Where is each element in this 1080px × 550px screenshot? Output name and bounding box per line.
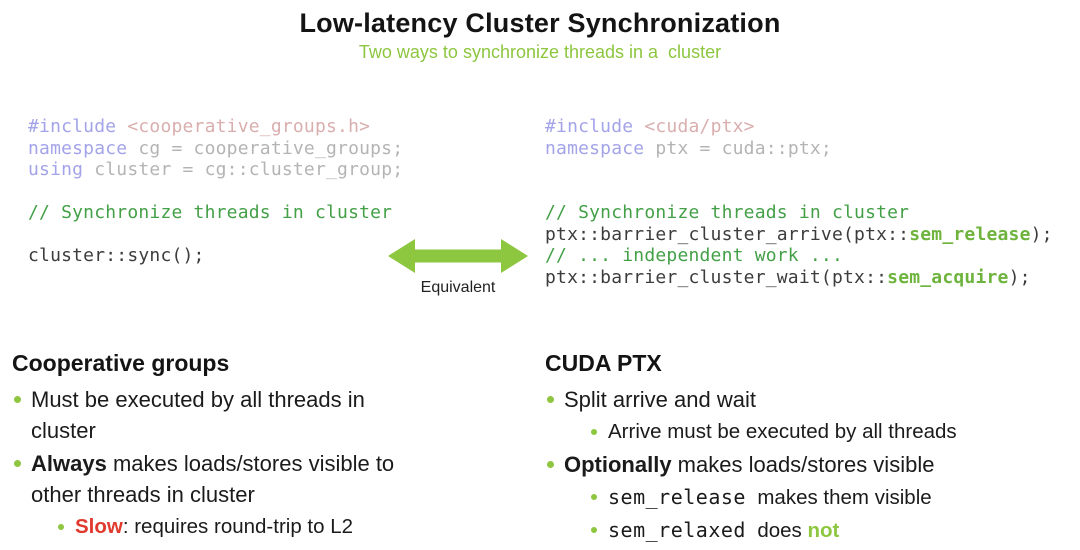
bullet-text-segment: Slow [75,515,123,538]
code-segment: sem_release [909,223,1031,245]
code-line: ptx::barrier_cluster_wait(ptx::sem_acqui… [545,267,1053,289]
bullet-text-segment: makes loads/stores visible to other thre… [31,451,395,507]
code-segment: namespace [28,137,139,159]
code-line [28,181,403,203]
bullet-item: Must be executed by all threads in clust… [12,384,517,446]
cooperative-groups-heading: Cooperative groups [12,350,230,376]
code-block-cuda-ptx: #include <cuda/ptx>namespace ptx = cuda:… [545,116,1053,288]
bullet-item: Always makes loads/stores visible to oth… [12,448,517,510]
code-segment: #include [28,116,128,137]
equivalence-arrow: Equivalent [388,236,528,297]
code-segment: // Synchronize threads in cluster [28,202,393,223]
code-line: namespace ptx = cuda::ptx; [545,138,1053,160]
bullet-text-segment: Split arrive and wait [564,387,756,412]
code-segment: cluster = cg::cluster_group; [94,159,404,180]
bullet-icon [547,461,554,468]
code-segment: cluster::sync(); [28,245,205,266]
code-line: namespace cg = cooperative_groups; [28,138,403,160]
code-segment: // Synchronize threads in cluster [545,202,910,223]
code-line: // ... independent work ... [545,245,1053,267]
bullet-text-segment: makes them visible [745,486,932,509]
code-segment: cg = cooperative_groups; [138,137,404,159]
double-arrow-icon [388,239,528,273]
bullet-icon [591,494,597,500]
cooperative-groups-section: Cooperative groups Must be executed by a… [12,350,517,542]
bullet-text-segment: sem_release [608,485,746,509]
bullet-icon [591,527,597,533]
code-segment: <cuda/ptx> [644,116,755,137]
code-block-cooperative-groups: #include <cooperative_groups.h>namespace… [28,116,403,267]
bullet-text-segment: Arrive must be executed by all threads [608,420,957,443]
bullet-text-segment: Must be executed by all threads in clust… [31,387,365,443]
bullet-text: sem_release makes them visible [608,485,932,509]
bullet-text-segment: sem_relaxed [608,518,746,542]
code-segment: using [28,159,95,180]
bullet-text-segment: Optionally [564,452,672,477]
code-segment: ptx::barrier_cluster_wait(ptx:: [545,266,888,288]
bullet-text-segment: not [807,519,840,542]
code-segment: ptx = cuda::ptx; [655,137,832,159]
bullet-item: Split arrive and wait [545,384,1073,415]
bullet-text: Must be executed by all threads in clust… [31,387,365,443]
bullet-text: Arrive must be executed by all threads [608,420,957,443]
code-segment: ); [1030,223,1053,245]
code-line [545,181,1053,203]
bullet-text-segment: makes loads/stores visible [671,452,935,477]
code-line: #include <cuda/ptx> [545,116,1053,138]
code-segment: ); [1008,266,1031,288]
code-segment: #include [545,116,645,137]
bullet-icon [14,460,21,467]
code-line: #include <cooperative_groups.h> [28,116,403,138]
code-line [28,224,403,246]
bullet-text-segment: Always [31,451,107,476]
bullet-text: Always makes loads/stores visible to oth… [31,451,394,507]
bullet-text: Split arrive and wait [564,387,756,412]
arrow-label: Equivalent [420,279,496,296]
cooperative-groups-bullet-list: Must be executed by all threads in clust… [12,384,517,542]
bullet-item: Arrive must be executed by all threads [589,417,1073,447]
bullet-text: Optionally makes loads/stores visible [564,452,934,477]
bullet-text: sem_relaxed does not [608,518,840,542]
bullet-item: sem_relaxed does not [589,515,1073,546]
code-segment: <cooperative_groups.h> [127,116,371,137]
bullet-text-segment: does [745,519,808,542]
bullet-icon [58,524,64,530]
bullet-icon [547,396,554,403]
code-segment: sem_acquire [887,266,1009,288]
bullet-icon [14,396,21,403]
bullet-text: Slow: requires round-trip to L2 [75,515,353,538]
code-line: using cluster = cg::cluster_group; [28,159,403,181]
bullet-text-segment: : requires round-trip to L2 [122,515,354,538]
bullet-item: Optionally makes loads/stores visible [545,449,1073,480]
code-line: cluster::sync(); [28,245,403,267]
code-line: // Synchronize threads in cluster [28,202,403,224]
bullet-icon [591,429,597,435]
code-segment: ptx::barrier_cluster_arrive(ptx:: [545,223,910,245]
code-line [545,159,1053,181]
cuda-ptx-heading: CUDA PTX [545,350,662,376]
page-title: Low-latency Cluster Synchronization [299,8,781,38]
page-subtitle: Two ways to synchronize threads in a clu… [358,42,722,62]
bullet-item: sem_release makes them visible [589,482,1073,513]
code-line: // Synchronize threads in cluster [545,202,1053,224]
code-segment: // ... independent work ... [545,245,843,266]
bullet-item: Slow: requires round-trip to L2 [56,512,517,542]
double-arrow-shape [388,239,528,273]
code-line: ptx::barrier_cluster_arrive(ptx::sem_rel… [545,224,1053,246]
code-segment: namespace [545,137,656,159]
